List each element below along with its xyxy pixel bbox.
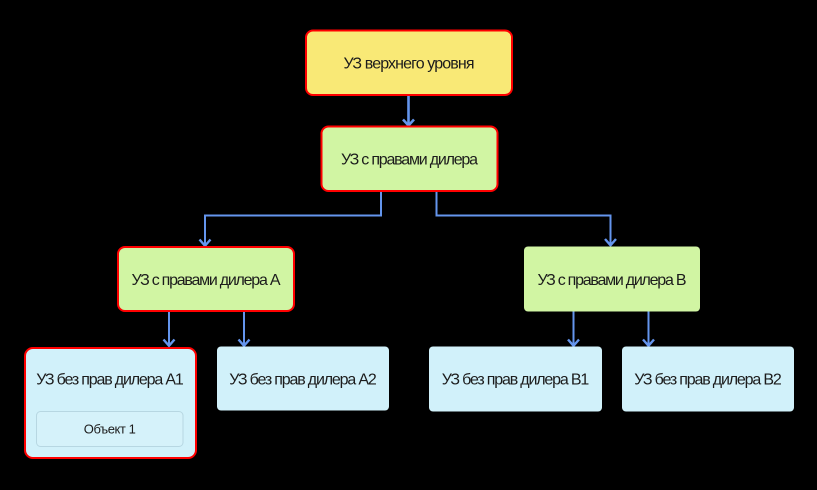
svg-text:УЗ без прав дилера А2: УЗ без прав дилера А2 — [229, 372, 377, 389]
svg-text:УЗ с правами дилера В: УЗ с правами дилера В — [538, 272, 687, 289]
svg-text:УЗ с правами дилера: УЗ с правами дилера — [341, 152, 478, 169]
svg-text:УЗ без прав дилера А1: УЗ без прав дилера А1 — [36, 372, 184, 389]
svg-text:УЗ без прав дилера В2: УЗ без прав дилера В2 — [634, 372, 782, 389]
svg-text:Объект 1: Объект 1 — [84, 422, 136, 437]
svg-text:УЗ с правами дилера А: УЗ с правами дилера А — [132, 272, 281, 289]
svg-text:УЗ верхнего уровня: УЗ верхнего уровня — [344, 56, 475, 73]
svg-text:УЗ без прав дилера В1: УЗ без прав дилера В1 — [442, 372, 590, 389]
